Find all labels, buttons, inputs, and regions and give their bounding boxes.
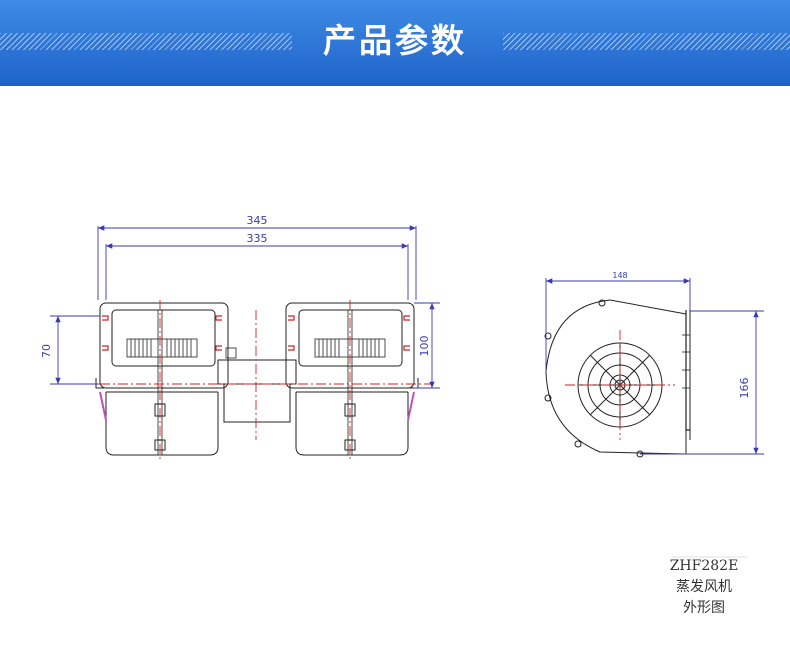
banner-hatch-right xyxy=(503,33,790,50)
left-blower-housing xyxy=(95,302,229,456)
right-blower-housing xyxy=(285,302,419,456)
banner-hatch-left xyxy=(0,33,292,50)
caption-line3: 外形图 xyxy=(683,600,725,616)
front-dimensions xyxy=(50,225,440,389)
dim-left-height: 70 xyxy=(40,344,53,358)
dim-overall-width: 345 xyxy=(247,214,268,227)
left-fan-wheel xyxy=(126,338,198,358)
caption-line2: 蒸发风机 xyxy=(676,579,732,595)
side-view xyxy=(544,299,691,458)
front-view xyxy=(82,300,432,460)
drawing-caption: ZHF282E 蒸发风机 外形图 xyxy=(640,556,768,619)
scroll-housing xyxy=(545,299,687,455)
side-dimensions xyxy=(545,278,764,455)
housing-bolts xyxy=(544,299,644,458)
mounting-clips xyxy=(102,315,410,351)
dim-right-height: 100 xyxy=(418,336,431,357)
dim-side-height: 166 xyxy=(738,378,751,399)
dim-inner-width: 335 xyxy=(247,232,268,245)
page-title: 产品参数 xyxy=(323,21,467,60)
caption-model: ZHF282E xyxy=(669,558,739,574)
front-centerlines xyxy=(82,300,432,460)
motor-body xyxy=(217,347,297,423)
header-banner: 产品参数 xyxy=(0,0,790,86)
dim-side-width: 148 xyxy=(612,271,627,280)
